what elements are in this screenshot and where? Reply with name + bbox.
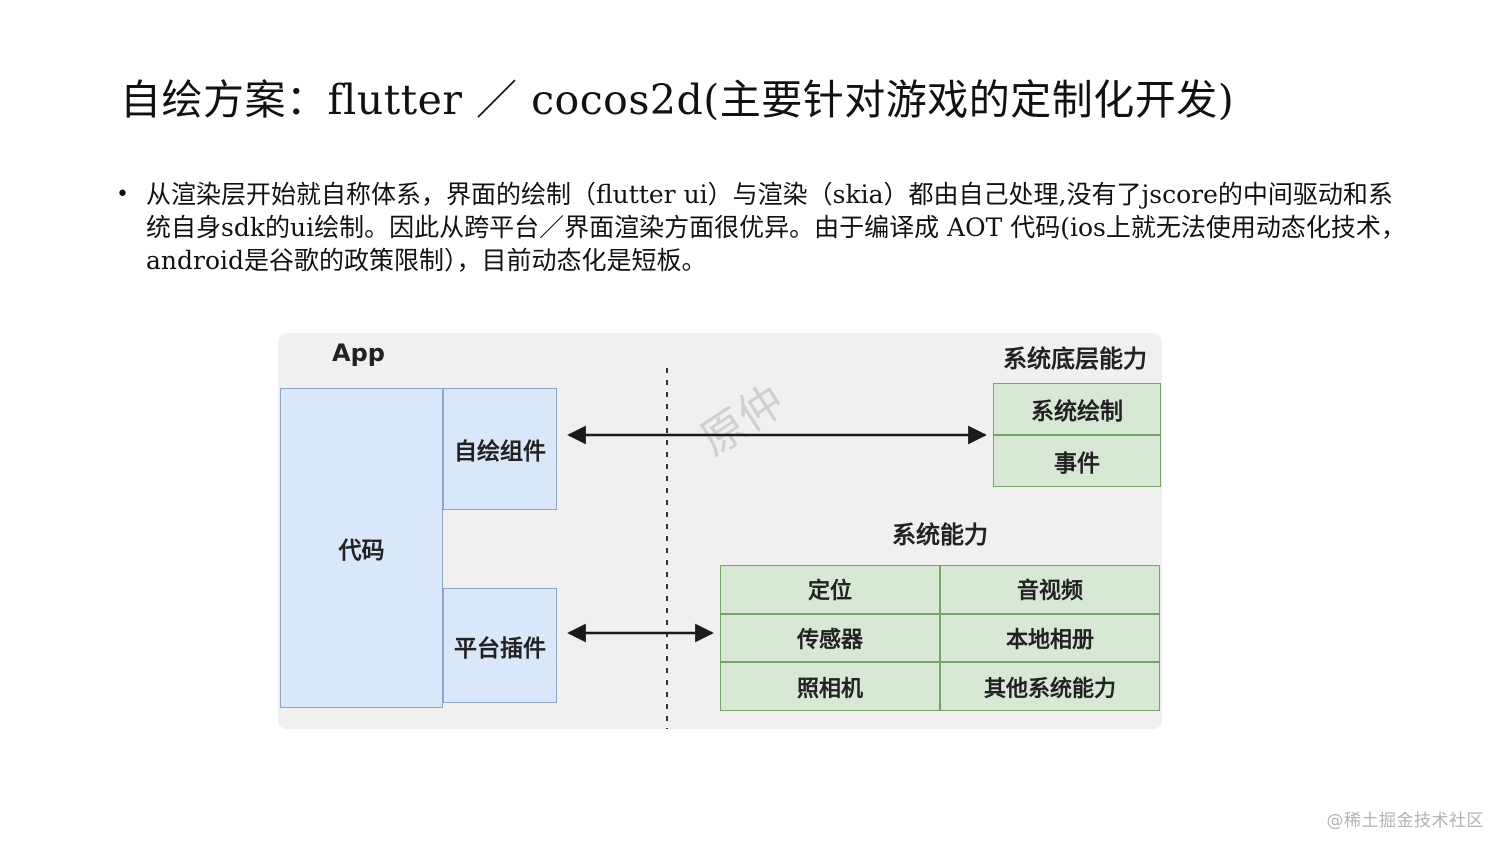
platform-plugin-label: 平台插件 bbox=[454, 635, 546, 662]
capability-cell-other: 其他系统能力 bbox=[940, 662, 1160, 711]
capability-cell-local-album: 本地相册 bbox=[940, 613, 1160, 663]
capability-cell-location: 定位 bbox=[720, 565, 940, 614]
system-low-level-label: 系统底层能力 bbox=[1003, 345, 1147, 373]
code-box: 代码 bbox=[280, 388, 443, 708]
self-drawn-component-label: 自绘组件 bbox=[454, 439, 546, 465]
self-drawn-component-box: 自绘组件 bbox=[443, 388, 557, 510]
event-label: 事件 bbox=[1054, 451, 1100, 477]
app-label: App bbox=[332, 339, 385, 367]
platform-plugin-box: 平台插件 bbox=[443, 588, 557, 703]
footer-watermark: @稀土掘金技术社区 bbox=[1326, 811, 1484, 831]
capability-cell-sensor: 传感器 bbox=[720, 613, 940, 663]
bullet-text: 从渲染层开始就自称体系，界面的绘制（flutter ui）与渲染（skia）都由… bbox=[146, 180, 1406, 275]
architecture-diagram: App 系统底层能力 代码 自绘组件 平台插件 系统绘制 事件 系统能力 定位 … bbox=[278, 333, 1162, 729]
system-draw-box: 系统绘制 bbox=[993, 383, 1161, 435]
diagram-watermark: 原仲 bbox=[691, 375, 794, 467]
capability-cell-audio-video: 音视频 bbox=[940, 565, 1160, 614]
system-draw-label: 系统绘制 bbox=[1031, 399, 1123, 425]
capability-table: 定位 音视频 传感器 本地相册 照相机 其他系统能力 bbox=[720, 565, 1160, 711]
system-capability-label: 系统能力 bbox=[892, 521, 988, 549]
code-box-label: 代码 bbox=[338, 538, 385, 564]
slide-title: 自绘方案：flutter ／ cocos2d(主要针对游戏的定制化开发) bbox=[120, 76, 1235, 124]
capability-cell-camera: 照相机 bbox=[720, 662, 940, 711]
bullet-item: • 从渲染层开始就自称体系，界面的绘制（flutter ui）与渲染（skia）… bbox=[116, 178, 1411, 277]
event-box: 事件 bbox=[993, 435, 1161, 487]
bullet-marker: • bbox=[116, 182, 129, 207]
